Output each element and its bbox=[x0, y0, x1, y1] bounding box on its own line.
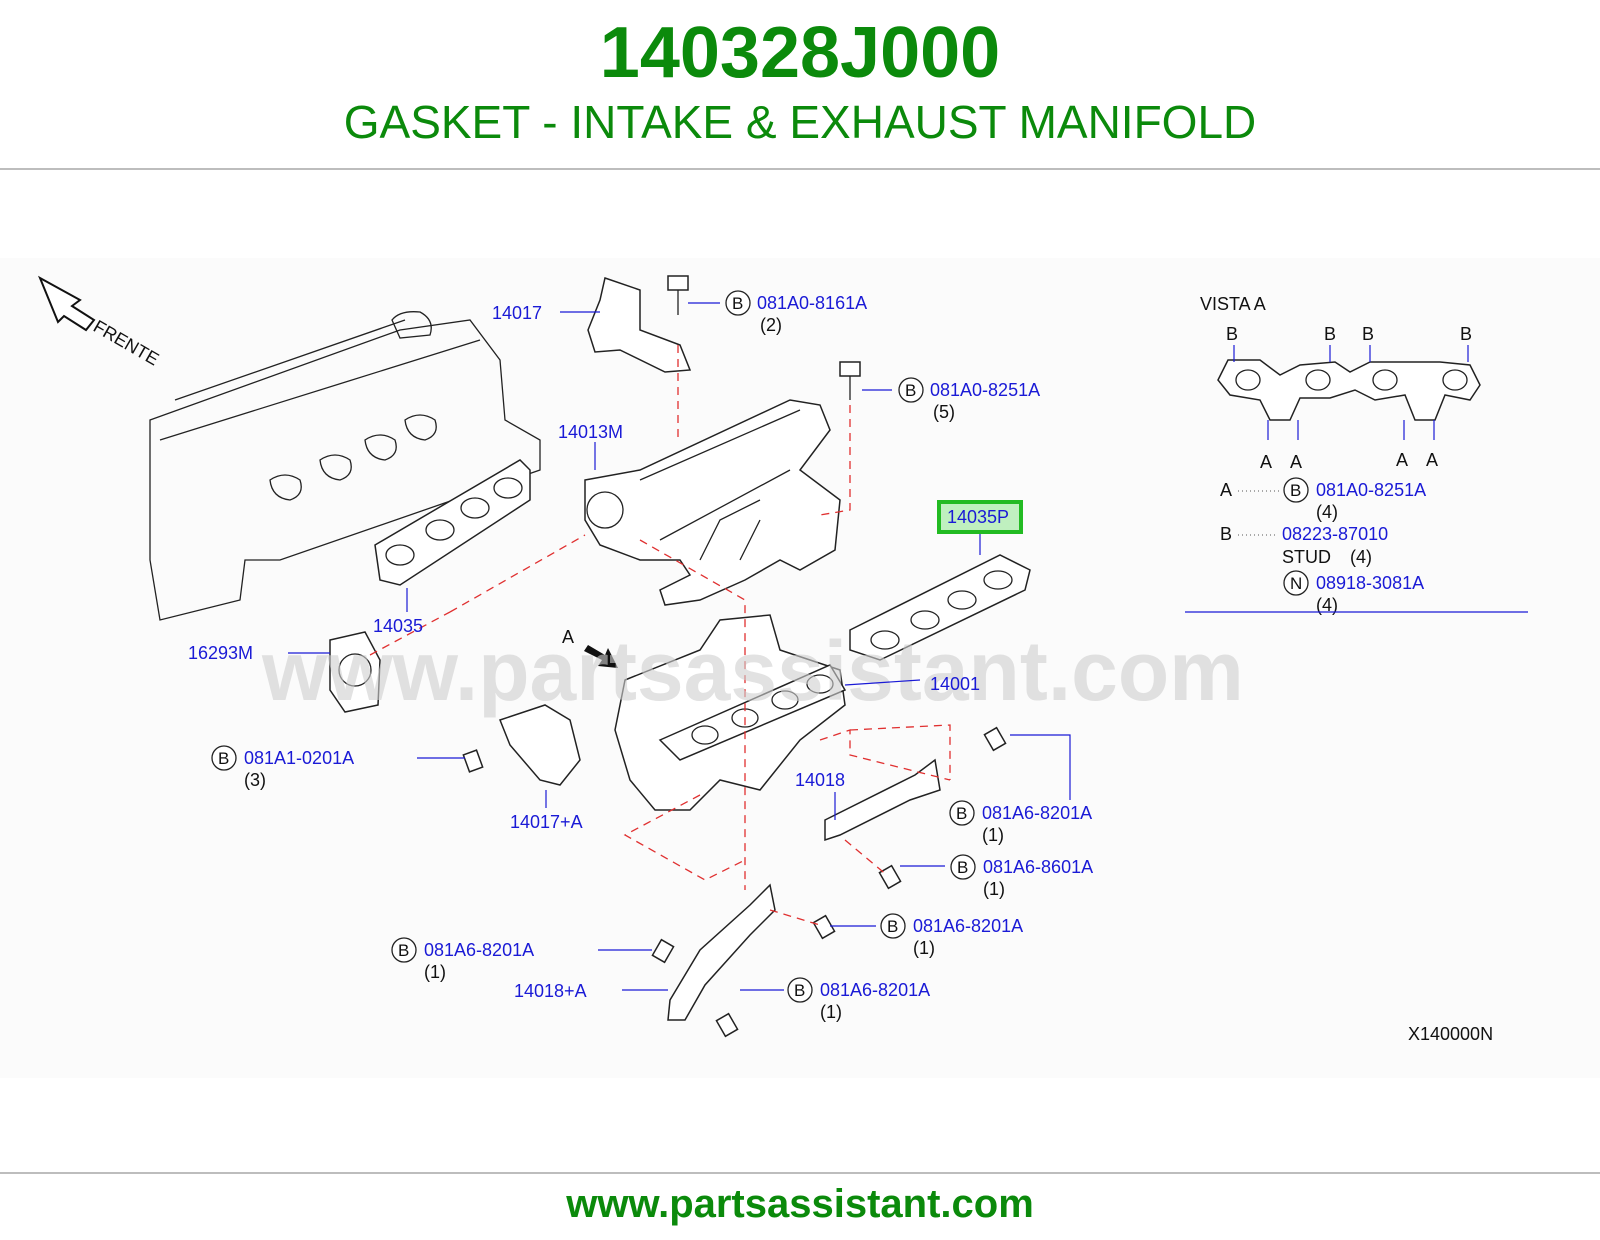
svg-text:081A6-8201A: 081A6-8201A bbox=[820, 980, 930, 1000]
small-bolts-drawing bbox=[462, 726, 1007, 1038]
callout: B 081A6-8201A (1) bbox=[880, 913, 1023, 958]
highlight-box bbox=[937, 500, 1023, 534]
label-14018a: 14018+A bbox=[514, 981, 587, 1001]
svg-text:081A6-8201A: 081A6-8201A bbox=[424, 940, 534, 960]
vista-legend-a: A B 081A0-8251A (4) bbox=[1220, 477, 1426, 522]
svg-text:B: B bbox=[887, 917, 898, 936]
vista-bottom-letter: A bbox=[1260, 452, 1272, 472]
svg-text:B: B bbox=[905, 381, 916, 400]
label-14035p: 14035P bbox=[947, 507, 1009, 527]
svg-text:B: B bbox=[398, 941, 409, 960]
bracket-14017-drawing bbox=[587, 277, 692, 373]
part-number-title: 140328J000 bbox=[599, 13, 1001, 93]
callout: B 081A6-8601A (1) bbox=[950, 854, 1093, 899]
gasket-14035p-drawing bbox=[849, 554, 1031, 661]
svg-text:(4): (4) bbox=[1316, 502, 1338, 522]
callout: B 081A6-8201A (1) bbox=[391, 937, 534, 982]
bolt-drawing bbox=[667, 275, 861, 400]
callout: B 081A1-0201A (3) bbox=[211, 745, 354, 790]
svg-text:(3): (3) bbox=[244, 770, 266, 790]
svg-text:A: A bbox=[1220, 480, 1232, 500]
svg-text:08918-3081A: 08918-3081A bbox=[1316, 573, 1424, 593]
footer-url[interactable]: www.partsassistant.com bbox=[566, 1182, 1034, 1226]
front-label: FRENTE bbox=[90, 316, 162, 369]
vista-bottom-letter: A bbox=[1290, 452, 1302, 472]
parts-diagram: FRENTE bbox=[38, 275, 1528, 1044]
vista-gasket-drawing bbox=[1217, 345, 1481, 440]
diagram-panel: FRENTE bbox=[0, 258, 1600, 1078]
svg-text:B: B bbox=[957, 858, 968, 877]
vista-top-letter: B bbox=[1362, 324, 1374, 344]
svg-text:(2): (2) bbox=[760, 315, 782, 335]
svg-text:(1): (1) bbox=[424, 962, 446, 982]
svg-text:N: N bbox=[1290, 574, 1302, 593]
vista-legend-b: B 08223-87010 STUD (4) bbox=[1220, 524, 1388, 567]
vista-legend-n: N 08918-3081A (4) bbox=[1283, 570, 1424, 615]
svg-text:081A0-8251A: 081A0-8251A bbox=[1316, 480, 1426, 500]
svg-text:B: B bbox=[956, 804, 967, 823]
callout: B 081A0-8251A (5) bbox=[898, 377, 1040, 422]
drawing-code: X140000N bbox=[1408, 1024, 1493, 1044]
label-14018: 14018 bbox=[795, 770, 845, 790]
svg-text:B: B bbox=[218, 749, 229, 768]
svg-text:(4): (4) bbox=[1350, 547, 1372, 567]
svg-text:(1): (1) bbox=[913, 938, 935, 958]
svg-text:B: B bbox=[794, 981, 805, 1000]
vista-title: VISTA A bbox=[1200, 294, 1266, 314]
label-14017a: 14017+A bbox=[510, 812, 583, 832]
svg-text:B: B bbox=[1220, 524, 1232, 544]
label-14035: 14035 bbox=[373, 616, 423, 636]
assembly-dash-lines bbox=[369, 345, 951, 926]
svg-text:(1): (1) bbox=[983, 879, 1005, 899]
vista-top-letter: B bbox=[1460, 324, 1472, 344]
label-14017: 14017 bbox=[492, 303, 542, 323]
engine-head-drawing bbox=[149, 311, 541, 621]
vista-bottom-letter: A bbox=[1426, 450, 1438, 470]
bracket-14017a-drawing bbox=[499, 704, 581, 786]
bracket-14018a-drawing bbox=[667, 883, 776, 1021]
callout: B 081A6-8201A (1) bbox=[949, 800, 1092, 845]
svg-text:B: B bbox=[732, 294, 743, 313]
watermark: www.partsassistant.com bbox=[261, 624, 1244, 718]
svg-text:(4): (4) bbox=[1316, 595, 1338, 615]
callout: B 081A0-8161A (2) bbox=[725, 290, 867, 335]
svg-text:081A1-0201A: 081A1-0201A bbox=[244, 748, 354, 768]
vista-top-letter: B bbox=[1226, 324, 1238, 344]
svg-text:081A6-8201A: 081A6-8201A bbox=[913, 916, 1023, 936]
gasket-16293m-drawing bbox=[329, 631, 381, 713]
label-14013m: 14013M bbox=[558, 422, 623, 442]
svg-text:(1): (1) bbox=[820, 1002, 842, 1022]
svg-text:081A0-8251A: 081A0-8251A bbox=[930, 380, 1040, 400]
svg-text:B: B bbox=[1290, 481, 1301, 500]
svg-text:(5): (5) bbox=[933, 402, 955, 422]
view-a-arrow bbox=[584, 645, 618, 668]
svg-text:081A6-8601A: 081A6-8601A bbox=[983, 857, 1093, 877]
svg-text:081A6-8201A: 081A6-8201A bbox=[982, 803, 1092, 823]
svg-text:STUD: STUD bbox=[1282, 547, 1331, 567]
front-direction-arrow bbox=[38, 275, 96, 332]
gasket-14035-drawing bbox=[374, 459, 531, 586]
footer-divider bbox=[0, 1172, 1600, 1174]
svg-text:(1): (1) bbox=[982, 825, 1004, 845]
header-divider bbox=[0, 168, 1600, 170]
exhaust-manifold-14001-drawing bbox=[614, 614, 847, 811]
svg-text:08223-87010: 08223-87010 bbox=[1282, 524, 1388, 544]
leader-lines bbox=[288, 302, 1071, 991]
label-14001: 14001 bbox=[930, 674, 980, 694]
vista-bottom-letter: A bbox=[1396, 450, 1408, 470]
view-a-arrow-label: A bbox=[562, 627, 574, 647]
part-description: GASKET - INTAKE & EXHAUST MANIFOLD bbox=[343, 96, 1257, 148]
vista-top-letter: B bbox=[1324, 324, 1336, 344]
svg-text:081A0-8161A: 081A0-8161A bbox=[757, 293, 867, 313]
callout: B 081A6-8201A (1) bbox=[787, 977, 930, 1022]
intake-manifold-14013m-drawing bbox=[584, 399, 841, 606]
label-16293m: 16293M bbox=[188, 643, 253, 663]
